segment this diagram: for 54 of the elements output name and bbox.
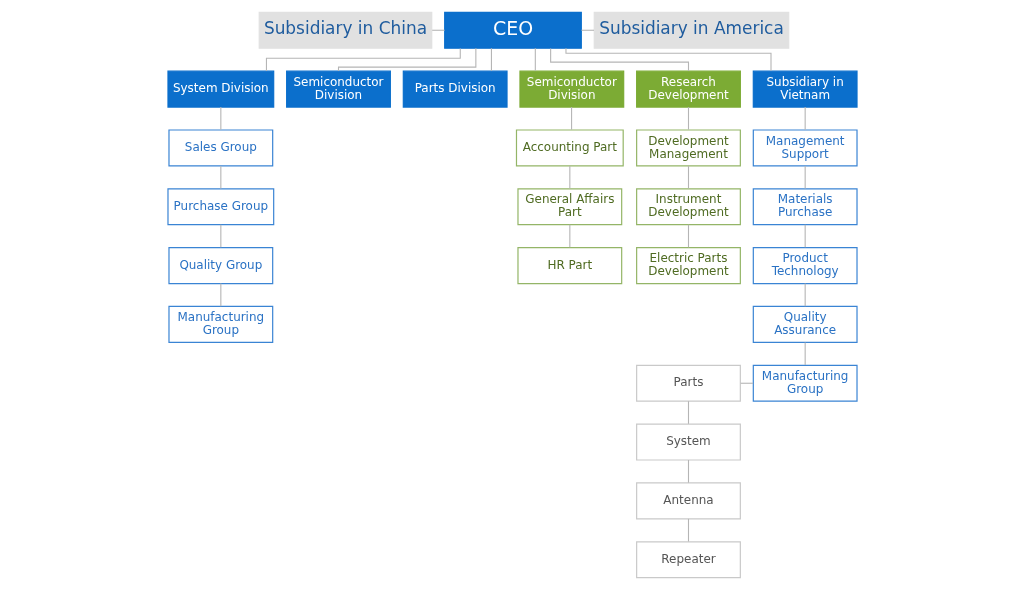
node-box: HR Part [516, 247, 622, 285]
node-box: Antenna [635, 482, 741, 520]
node-box: Quality Assurance [752, 305, 858, 343]
node-box: CEO [443, 11, 582, 49]
connector [490, 47, 492, 72]
connector [687, 459, 689, 484]
connector [219, 224, 221, 248]
connector [219, 165, 221, 190]
connector [568, 165, 570, 190]
node-box: Repeater [635, 541, 741, 579]
node-box: Electric Parts Development [635, 247, 741, 285]
node-box: Instrument Development [635, 188, 741, 226]
connector [804, 283, 806, 307]
connector [687, 518, 689, 542]
node-box: Manufacturing Group [167, 305, 273, 343]
connector [564, 47, 772, 72]
connector [534, 47, 536, 72]
node-box: Management Support [752, 129, 858, 167]
node-box: Manufacturing Group [752, 364, 858, 402]
connector [219, 283, 221, 307]
connector [265, 47, 461, 72]
node-box: Quality Group [167, 247, 273, 285]
connector [804, 165, 806, 190]
node-box: Subsidiary in China [258, 11, 432, 49]
node-box: System [635, 423, 741, 461]
node-box: Parts Division [402, 70, 508, 108]
node-box: System Division [166, 70, 274, 108]
connector [804, 341, 806, 366]
connector [568, 224, 570, 248]
connector [431, 29, 445, 31]
connector [687, 106, 689, 131]
node-box: Materials Purchase [752, 188, 858, 226]
connector [219, 106, 221, 131]
node-box: Semiconductor Division [285, 70, 391, 108]
node-box: Semiconductor Division [518, 70, 624, 108]
node-box: Subsidiary in America [593, 11, 789, 49]
node-box: Sales Group [167, 129, 273, 167]
node-box: Subsidiary in Vietnam [752, 70, 858, 108]
connector [337, 47, 476, 72]
node-box: Parts [635, 364, 741, 402]
connector [549, 47, 689, 72]
connector [804, 106, 806, 131]
connector [804, 224, 806, 248]
node-box: Purchase Group [166, 188, 274, 226]
node-box: General Affairs Part [516, 188, 622, 226]
connector [687, 165, 689, 190]
connector [570, 106, 572, 131]
connector [687, 400, 689, 425]
node-box: Accounting Part [515, 129, 624, 167]
connector [580, 29, 595, 31]
connector [687, 224, 689, 248]
node-box: Product Technology [752, 247, 858, 285]
node-box: Research Development [635, 70, 741, 108]
node-box: Development Management [635, 129, 741, 167]
